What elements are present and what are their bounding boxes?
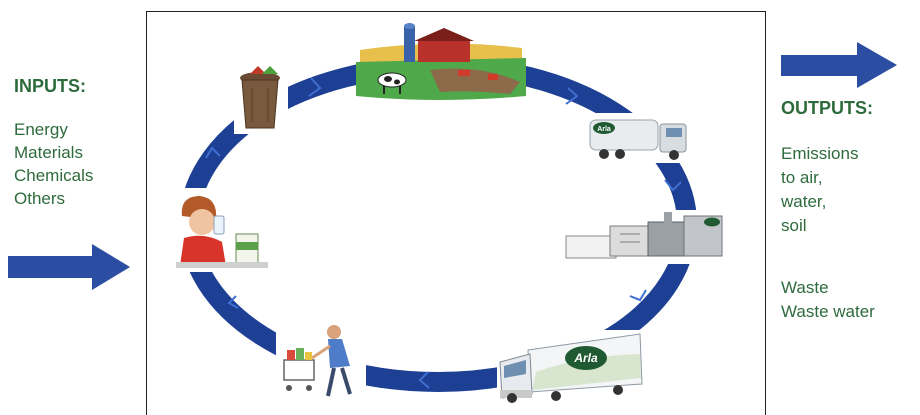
outputs-heading: OUTPUTS: [781, 98, 873, 118]
output-waste-line: Waste [781, 278, 829, 297]
chevron-right-icon [308, 77, 322, 97]
chevron-up-icon [205, 146, 221, 159]
chevron-down-icon [664, 179, 682, 192]
chevron-down-icon [629, 289, 647, 302]
tanker-brand-logo: Arla [597, 126, 611, 133]
chevron-right-icon [565, 87, 579, 105]
inputs-heading: INPUTS: [14, 76, 86, 96]
chevron-left-icon [418, 371, 430, 389]
outputs-emissions: Emissions to air, water, soil [781, 142, 858, 238]
output-emissions-line: Emissions [781, 144, 859, 163]
input-item-chemicals: Chemicals [14, 166, 94, 185]
input-item-others: Others [14, 189, 66, 208]
tanker-truck-icon: Arla [580, 113, 692, 163]
farm-icon [356, 20, 526, 100]
output-air-line: to air, [781, 168, 823, 187]
factory-icon [562, 210, 726, 264]
input-item-energy: Energy [14, 120, 68, 139]
truck-brand-logo: Arla [573, 351, 598, 365]
output-soil-line: soil [781, 216, 807, 235]
inputs-list: Energy Materials Chemicals Others [14, 118, 93, 210]
delivery-truck-icon: Arla [497, 330, 647, 403]
chevron-left-icon [227, 295, 239, 309]
waste-bin-icon [234, 66, 288, 134]
drinking-milk-icon [170, 188, 274, 272]
output-water-line: water, [781, 192, 827, 211]
output-wastewater-line: Waste water [781, 302, 875, 321]
input-item-materials: Materials [14, 143, 83, 162]
direction-chevrons [205, 77, 682, 389]
outputs-waste: Waste Waste water [781, 276, 875, 324]
shopping-cart-icon [276, 318, 366, 408]
